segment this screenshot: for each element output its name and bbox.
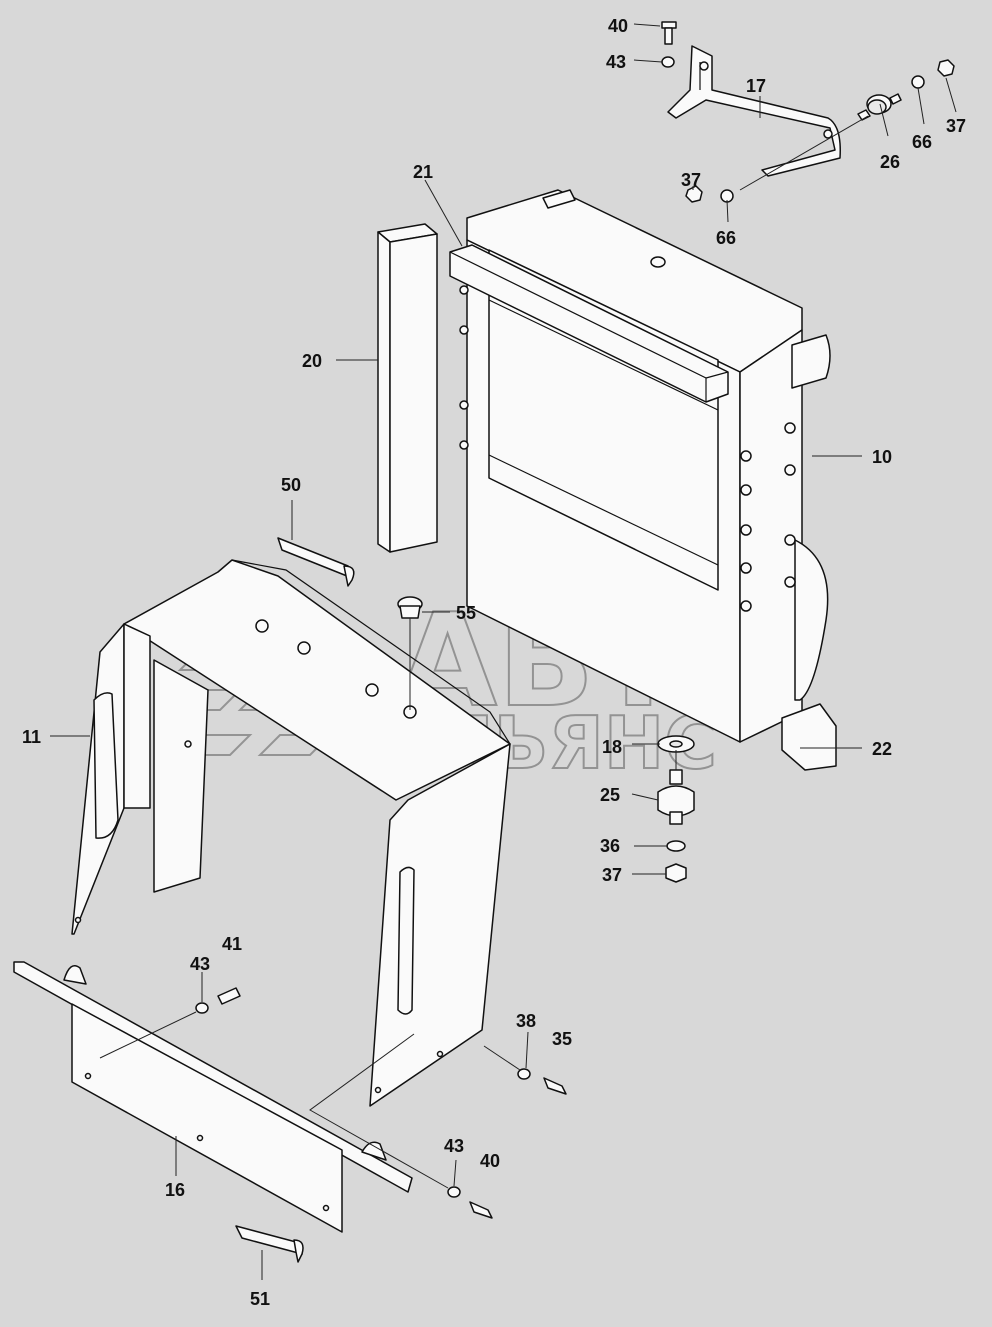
- callout-43-bottom: 43: [444, 1136, 464, 1156]
- callout-17: 17: [746, 76, 766, 96]
- callout-35: 35: [552, 1029, 572, 1049]
- part-seal-strip: [277, 537, 355, 587]
- radiator-bolts: [459, 285, 796, 612]
- part-plug: [397, 596, 423, 619]
- callout-66-right: 66: [912, 132, 932, 152]
- part-foam-strip: [377, 223, 438, 553]
- callout-37-mid: 37: [681, 170, 701, 190]
- callout-40-bottom: 40: [480, 1151, 500, 1171]
- callout-55: 55: [456, 603, 476, 623]
- callout-25: 25: [600, 785, 620, 805]
- callout-labels: 40 43 17 37 66 26 21 37 66 20 10 50 55 1…: [22, 16, 966, 1309]
- part-bracket: [667, 45, 841, 177]
- callout-11: 11: [22, 727, 41, 747]
- callout-36: 36: [600, 836, 620, 856]
- callout-18: 18: [602, 737, 622, 757]
- callout-50: 50: [281, 475, 301, 495]
- callout-37-low: 37: [602, 865, 622, 885]
- leader-lines: [50, 23, 957, 1280]
- callout-40-top: 40: [608, 16, 628, 36]
- callout-26: 26: [880, 152, 900, 172]
- callout-41: 41: [222, 934, 242, 954]
- part-radiator: [449, 189, 831, 743]
- callout-16: 16: [165, 1180, 185, 1200]
- callout-37-right: 37: [946, 116, 966, 136]
- callout-66-mid: 66: [716, 228, 736, 248]
- callout-20: 20: [302, 351, 322, 371]
- callout-38: 38: [516, 1011, 536, 1031]
- callout-43-left: 43: [190, 954, 210, 974]
- hardware-top: [661, 21, 955, 203]
- callout-21: 21: [413, 162, 433, 182]
- part-pad: [781, 703, 837, 771]
- part-shroud: [71, 559, 511, 1107]
- callout-51: 51: [250, 1289, 270, 1309]
- part-lower-guard: [13, 961, 413, 1233]
- hardware-mount-stack: [657, 735, 695, 883]
- callout-43-top: 43: [606, 52, 626, 72]
- part-rubber-mount: [857, 93, 902, 121]
- callout-10: 10: [872, 447, 892, 467]
- hardware-bolts: [195, 987, 567, 1219]
- part-bottom-strip: [235, 1225, 304, 1263]
- callout-22: 22: [872, 739, 892, 759]
